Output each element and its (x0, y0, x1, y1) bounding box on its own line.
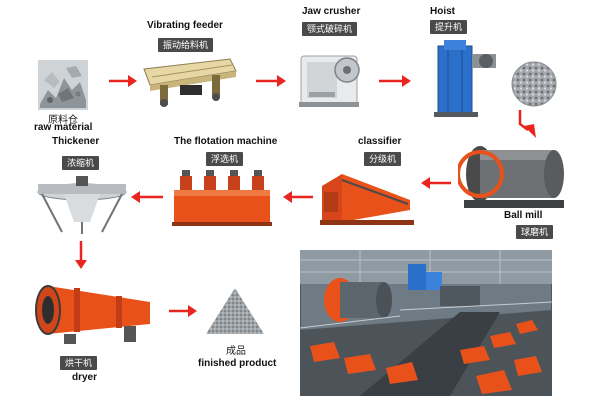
classifier-en-label: classifier (358, 136, 402, 147)
hoist-en-label: Hoist (430, 6, 455, 17)
raw-material-cn-label: 原料仓 (48, 115, 78, 126)
thickener-en-label: Thickener (52, 136, 100, 147)
hoist-image (430, 36, 502, 118)
finished-product-cn-label: 成品 (226, 346, 246, 357)
dryer-image (34, 276, 158, 346)
finished-product-en-label: finished product (198, 358, 277, 369)
raw-material-en-label: raw material (34, 122, 93, 133)
classifier-cn-label: 分级机 (364, 152, 402, 166)
flow-arrow-ball-mill-to-classifier (420, 176, 452, 190)
jaw-crusher-image (295, 48, 365, 110)
ball-mill-en-label: Ball mill (504, 210, 543, 221)
ball-mill-image (458, 140, 573, 212)
flow-arrow-flotation-to-thickener (130, 190, 164, 204)
flow-arrow-dryer-to-product (168, 304, 198, 318)
jaw-crusher-en-label: Jaw crusher (302, 6, 361, 17)
flow-arrow-stone-to-ball-mill (510, 108, 540, 144)
thickener-cn-label: 浓缩机 (62, 156, 100, 170)
jaw-crusher-cn-label: 颚式破碎机 (302, 22, 358, 36)
dryer-en-label: dryer (72, 372, 98, 383)
dryer-cn-label: 烘干机 (60, 356, 98, 370)
ball-mill-cn-label: 球磨机 (516, 225, 554, 239)
crushed-stone-image (510, 60, 558, 108)
flow-arrow-classifier-to-flotation (282, 190, 314, 204)
thickener-image (34, 172, 130, 240)
flotation-en-label: The flotation machine (174, 136, 278, 147)
vibrating-feeder-cn-label: 振动给料机 (158, 38, 214, 52)
flotation-cn-label: 浮选机 (206, 152, 244, 166)
flow-arrow-raw-to-feeder (108, 74, 138, 88)
hoist-cn-label: 提升机 (430, 20, 468, 34)
flow-arrow-thickener-to-dryer (74, 240, 88, 270)
raw-material-pile-image (38, 60, 88, 110)
flow-arrow-jaw-to-hoist (378, 74, 412, 88)
flotation-machine-image (170, 168, 274, 228)
vibrating-feeder-image (140, 55, 240, 110)
vibrating-feeder-en-label: Vibrating feeder (147, 20, 223, 31)
flow-arrow-feeder-to-jaw (255, 74, 287, 88)
factory-floor-photo (300, 250, 552, 396)
classifier-image (318, 166, 414, 228)
finished-product-pile-image (204, 286, 266, 336)
